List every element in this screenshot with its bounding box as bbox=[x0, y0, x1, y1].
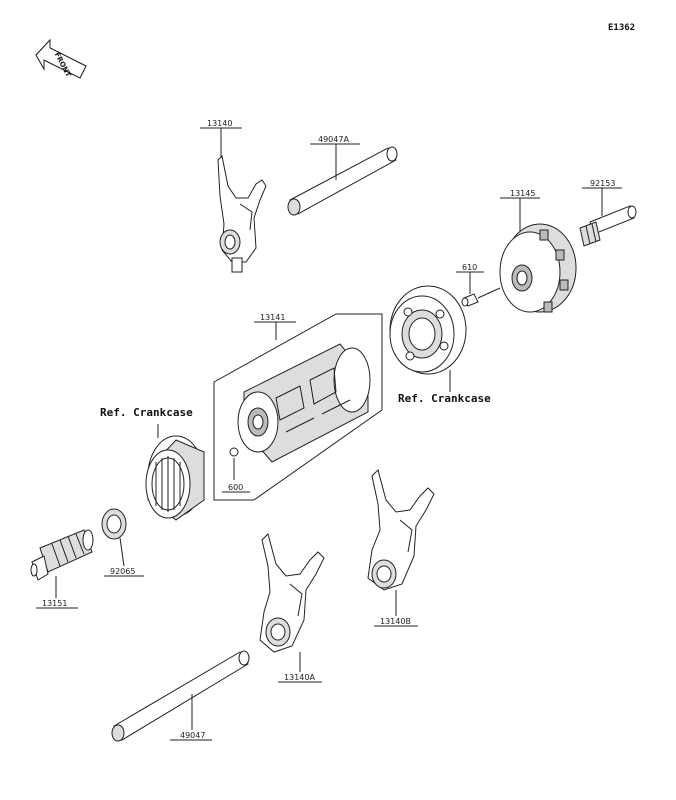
part-label-fork-top: 13140 bbox=[207, 119, 232, 128]
washer bbox=[101, 508, 127, 540]
holder-bolt bbox=[579, 205, 637, 247]
part-label-ball: 600 bbox=[228, 483, 243, 492]
drum-holder bbox=[499, 223, 577, 313]
part-label-shaft-top: 49047A bbox=[318, 135, 349, 144]
shift-fork-top bbox=[217, 154, 267, 273]
ref-label-crankcase-right: Ref. Crankcase bbox=[398, 392, 491, 405]
part-label-drum: 13141 bbox=[260, 313, 285, 322]
diagram-code: E1362 bbox=[608, 23, 635, 33]
part-label-pin: 610 bbox=[462, 263, 477, 272]
part-label-shaft-bottom: 49047 bbox=[180, 731, 205, 740]
drum-shift-shaft bbox=[30, 529, 94, 581]
part-label-bolt: 92153 bbox=[590, 179, 615, 188]
drum-ball bbox=[229, 447, 239, 457]
shift-rod-top bbox=[287, 146, 398, 216]
part-label-washer: 92065 bbox=[110, 567, 135, 576]
shift-fork-right bbox=[367, 469, 435, 591]
ref-label-crankcase-left: Ref. Crankcase bbox=[100, 406, 193, 419]
shift-rod-bottom bbox=[111, 650, 250, 742]
bearing-right bbox=[389, 285, 467, 375]
dowel-pin bbox=[461, 293, 479, 307]
part-label-fork-right: 13140B bbox=[380, 617, 411, 626]
part-label-holder: 13145 bbox=[510, 189, 535, 198]
part-label-shift-shaft: 13151 bbox=[42, 599, 67, 608]
shift-drum bbox=[237, 343, 371, 463]
shift-fork-middle bbox=[259, 533, 325, 653]
bearing-left bbox=[145, 435, 205, 521]
front-arrow-icon: FRONT bbox=[35, 38, 87, 79]
part-label-fork-middle: 13140A bbox=[284, 673, 315, 682]
